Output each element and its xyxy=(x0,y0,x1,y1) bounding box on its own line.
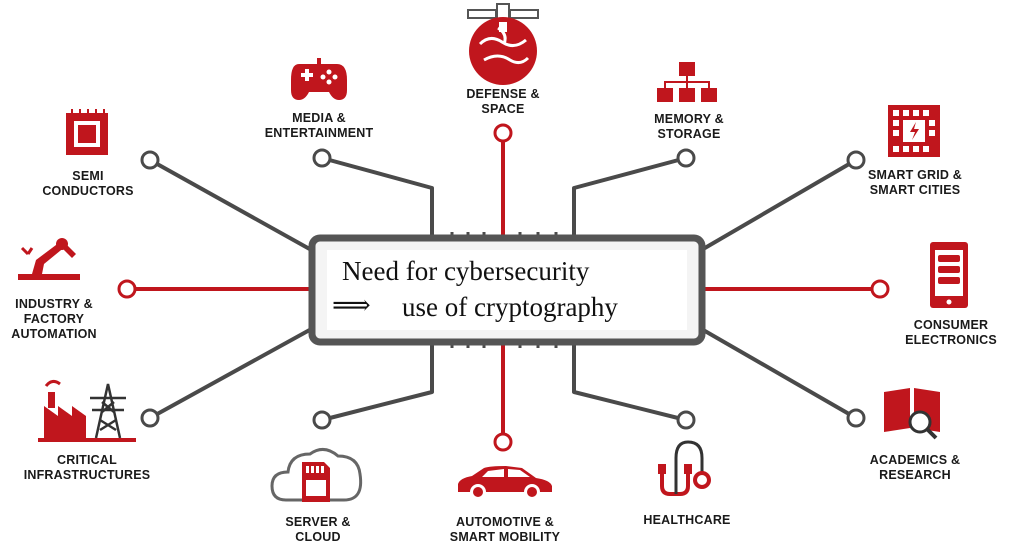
wires xyxy=(127,135,880,440)
terminal-memory xyxy=(676,148,696,168)
label-media-entertainment: MEDIA &ENTERTAINMENT xyxy=(264,111,374,140)
label-memory-storage: MEMORY &STORAGE xyxy=(654,112,724,141)
wire-media xyxy=(321,156,434,238)
center-line-2: use of cryptography xyxy=(402,292,618,322)
terminal-semi xyxy=(140,150,160,170)
terminal-defense xyxy=(493,123,513,143)
terminal-automotive xyxy=(493,432,513,452)
wire-healthcare xyxy=(572,342,687,422)
terminal-healthcare xyxy=(676,410,696,430)
central-chip xyxy=(308,234,706,346)
terminal-industry xyxy=(117,279,137,299)
terminals xyxy=(117,123,890,452)
robot-arm-icon xyxy=(18,238,80,280)
factory-pylon-icon xyxy=(38,379,136,442)
label-automotive-mobility: AUTOMOTIVE &SMART MOBILITY xyxy=(449,515,561,544)
terminal-consumer xyxy=(870,279,890,299)
terminal-academics xyxy=(846,408,866,428)
stethoscope-icon xyxy=(658,440,711,496)
grid-bolt-icon xyxy=(888,105,940,157)
terminal-media xyxy=(312,148,332,168)
gamepad-icon xyxy=(291,58,347,100)
terminal-smartgrid xyxy=(846,150,866,170)
wire-server xyxy=(321,342,434,422)
wire-memory xyxy=(572,156,687,238)
label-academics-research: ACADEMICS &RESEARCH xyxy=(869,453,961,482)
hierarchy-icon xyxy=(657,62,717,102)
smartphone-icon xyxy=(930,242,968,308)
label-defense-space: DEFENSE &SPACE xyxy=(466,87,540,116)
book-magnifier-icon xyxy=(884,388,940,440)
wire-academics xyxy=(697,325,857,420)
terminal-server xyxy=(312,410,332,430)
chip-icon xyxy=(66,109,108,155)
wire-smartgrid xyxy=(696,158,858,254)
implies-symbol: ⟹ xyxy=(332,290,371,320)
terminal-critical xyxy=(140,408,160,428)
satellite-globe-icon xyxy=(467,3,539,85)
label-smart-grid: SMART GRID &SMART CITIES xyxy=(867,168,963,197)
car-icon xyxy=(458,466,552,500)
wire-semi xyxy=(149,158,316,254)
wire-critical xyxy=(149,325,316,420)
label-server-cloud: SERVER &CLOUD xyxy=(285,515,351,544)
label-healthcare: HEALTHCARE xyxy=(643,513,731,527)
center-line-1: Need for cybersecurity xyxy=(342,256,590,286)
cloud-sdcard-icon xyxy=(270,448,363,502)
